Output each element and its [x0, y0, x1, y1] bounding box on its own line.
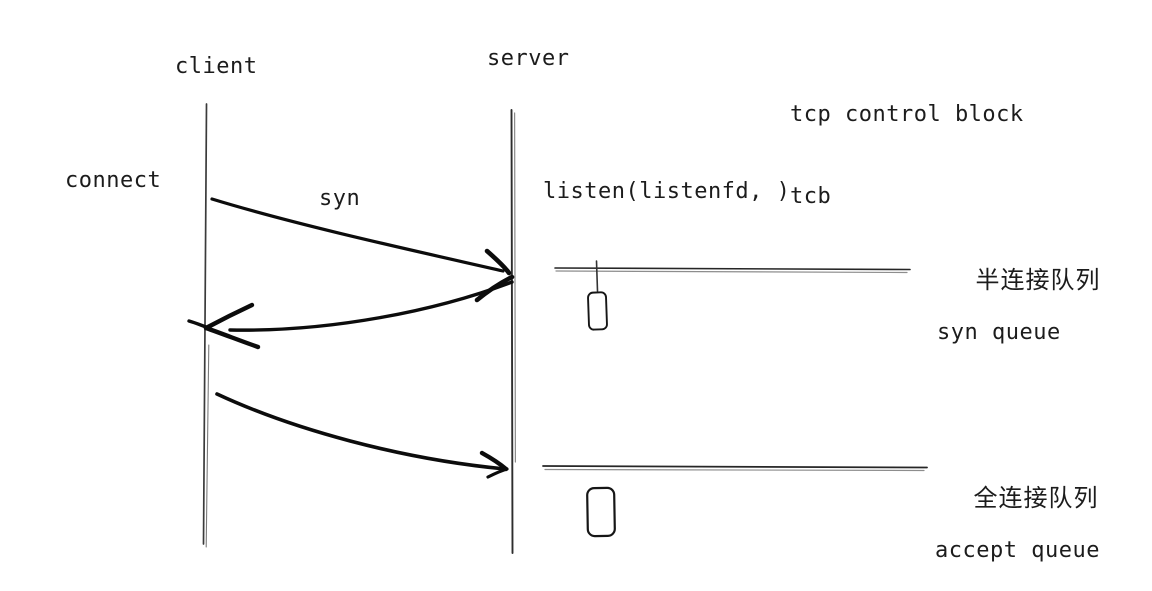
message-arrows	[187, 197, 515, 479]
client-lifeline	[202, 103, 208, 545]
syn-label: syn	[319, 186, 361, 211]
accept-queue-label-cn: 全连接队列	[973, 483, 1099, 512]
synack-arrow-head-tick	[187, 319, 211, 330]
client-label: client	[175, 54, 258, 79]
tcb-label-line2: tcb	[790, 184, 832, 210]
syn-queue-line	[554, 267, 911, 271]
syn-queue-entry-cell	[587, 291, 608, 331]
tcb-label-line1: tcp control block	[790, 101, 1024, 127]
accept-queue-label: 全连接队列 accept queue	[935, 464, 1100, 591]
tcb-label: tcp control block tcb	[790, 46, 1024, 265]
accept-queue-entry-cell	[586, 486, 616, 538]
connect-label: connect	[65, 168, 162, 193]
server-lifeline	[510, 109, 514, 554]
ack-arrow-head-upper	[479, 450, 509, 472]
listen-call-label: listen(listenfd, )	[543, 179, 791, 204]
ack-arrow-line	[215, 392, 507, 471]
synack-arrow-head-upper	[203, 302, 255, 331]
accept-queue-drawing	[542, 465, 928, 538]
syn-queue-label-cn: 半连接队列	[975, 265, 1101, 294]
syn-queue-line-second-stroke	[555, 270, 908, 274]
accept-queue-line	[542, 465, 928, 469]
syn-arrow-head-upper	[484, 248, 512, 276]
syn-queue-hanger-tick	[595, 260, 599, 292]
syn-arrow-line	[210, 197, 505, 273]
syn-queue-drawing	[554, 260, 911, 331]
accept-queue-label-en: accept queue	[935, 538, 1100, 564]
server-lifeline-second-stroke	[514, 112, 516, 463]
synack-arrow-head-lower	[203, 325, 261, 350]
lifelines	[202, 103, 516, 554]
syn-queue-label: 半连接队列 syn queue	[937, 246, 1101, 386]
accept-queue-line-second-stroke	[544, 468, 925, 472]
client-lifeline-second-stroke	[205, 344, 210, 548]
server-label: server	[487, 46, 570, 71]
syn-queue-label-en: syn queue	[937, 320, 1061, 346]
synack-arrow-line	[228, 280, 514, 332]
ack-arrow-head-lower	[486, 467, 509, 479]
